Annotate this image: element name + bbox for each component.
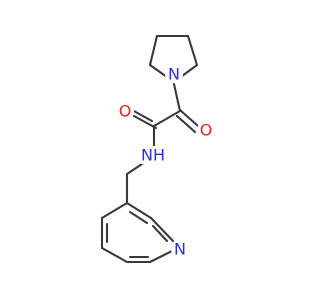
bond-pyridine-inner-3	[128, 210, 149, 225]
bond-carbonyl-carbonyl	[152, 109, 182, 128]
bond-pyridine-c2-n	[149, 216, 175, 243]
atom-label-layer: N O O NH N	[116, 65, 215, 259]
bond-layer	[100, 34, 200, 264]
atom-label-nh: NH	[141, 146, 165, 165]
bond-amide-co-a	[130, 108, 154, 123]
bond-pyrrolidine-2	[148, 34, 159, 67]
bond-pyridine-c2-n-inner	[151, 224, 169, 243]
bond-pyridine-5	[148, 249, 174, 264]
atom-label-o: O	[119, 102, 132, 121]
atom-label-n: N	[174, 240, 186, 259]
atom-label-o: O	[200, 121, 213, 140]
atom-pyridine-n: N	[171, 240, 189, 259]
bond-pyridine-3	[100, 246, 129, 264]
atom-label-n: N	[168, 65, 180, 84]
bond-pyridine-6	[125, 201, 153, 220]
structure-canvas: N O O NH N	[100, 34, 215, 264]
molecule-diagram: N O O NH N	[100, 34, 215, 264]
atom-amide-o: O	[116, 102, 134, 121]
bond-amide-co-b	[132, 114, 158, 130]
bond-pyridine-1	[100, 201, 129, 220]
atom-pyrrolidine-n: N	[165, 65, 183, 84]
bond-ketone-co-b	[175, 114, 197, 134]
atom-amide-nh: NH	[141, 146, 165, 165]
atom-ketone-o: O	[197, 121, 215, 140]
bond-pyrrolidine-4	[186, 34, 199, 67]
bond-ketone-co-a	[178, 108, 200, 128]
bond-n-to-carbonyl	[172, 82, 182, 113]
